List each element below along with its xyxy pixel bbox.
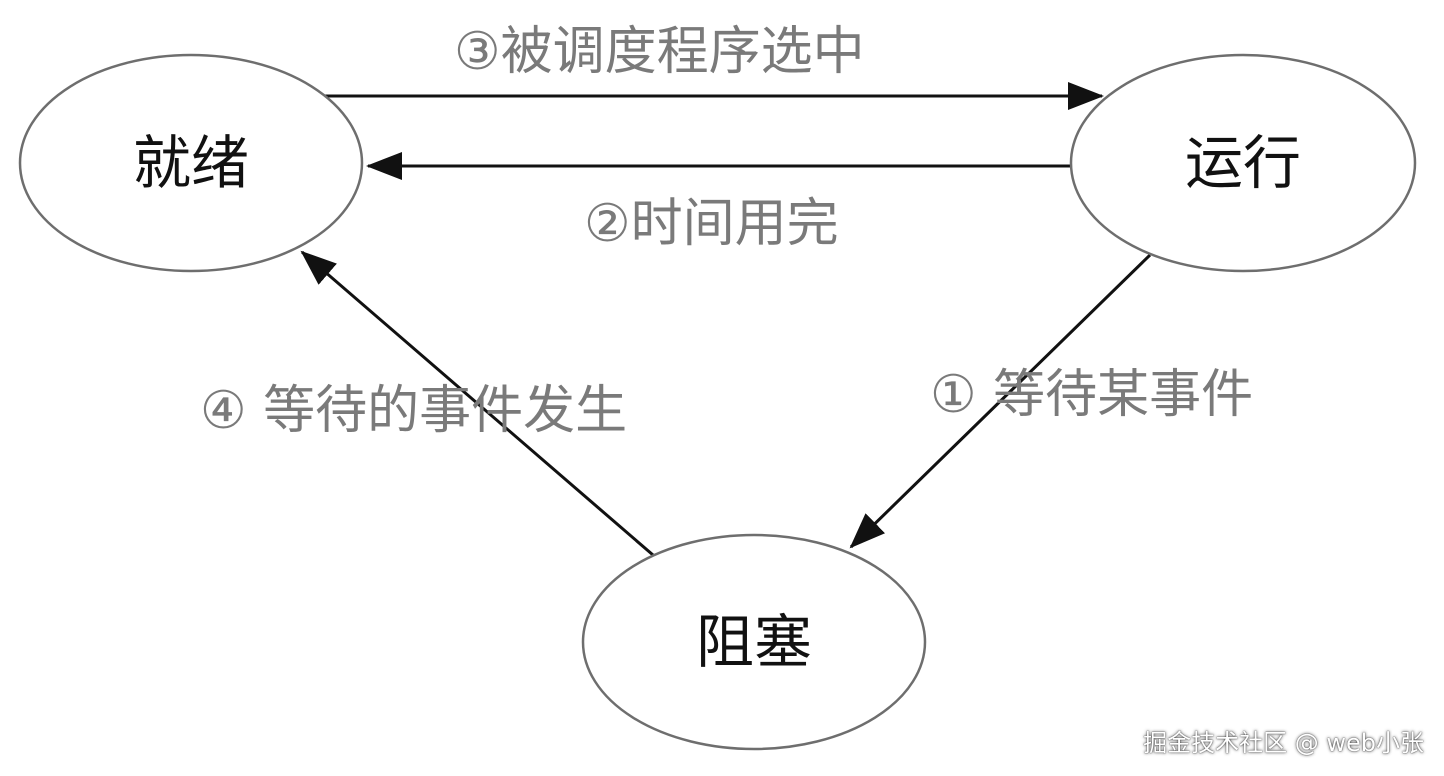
node-ready-ellipse — [18, 53, 364, 273]
edge-label-running-to-ready: ②时间用完 — [584, 194, 839, 254]
node-running-label: 运行 — [1185, 129, 1301, 197]
node-ready: 就绪 — [18, 53, 364, 273]
edge-label-ready-to-running: ③被调度程序选中 — [454, 22, 865, 82]
node-ready-label: 就绪 — [133, 129, 249, 197]
arrow-blocked-to-ready — [300, 250, 654, 557]
arrow-running-to-blocked — [849, 253, 1152, 549]
edge-label-running-to-blocked: ① 等待某事件 — [930, 365, 1253, 425]
node-blocked-label: 阻塞 — [696, 608, 812, 676]
node-blocked: 阻塞 — [581, 533, 927, 751]
node-running: 运行 — [1069, 53, 1417, 273]
node-blocked-ellipse — [581, 533, 927, 751]
watermark: 掘金技术社区 @ web小张 — [1143, 729, 1424, 757]
edge-label-blocked-to-ready: ④ 等待的事件发生 — [200, 381, 627, 441]
edge-blocked-to-ready — [300, 250, 654, 557]
edge-running-to-blocked — [849, 253, 1152, 549]
node-running-ellipse — [1069, 53, 1417, 273]
